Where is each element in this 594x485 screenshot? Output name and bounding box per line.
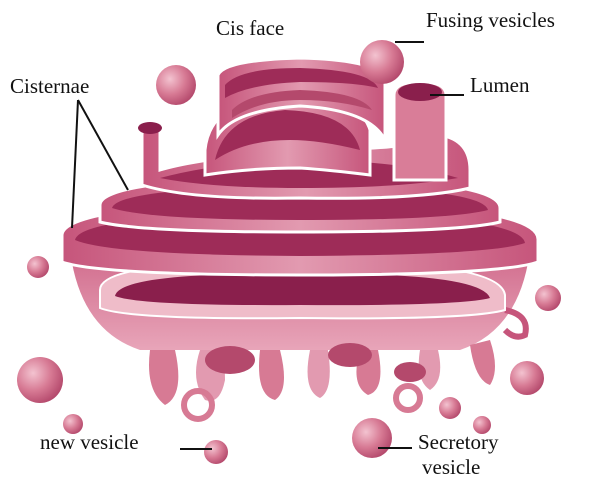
vesicle: [439, 397, 461, 419]
vesicle: [510, 361, 544, 395]
secretory-line-2: vesicle: [418, 455, 498, 480]
vesicle: [27, 256, 49, 278]
secretory-vesicle-label: Secretory vesicle: [418, 430, 498, 480]
leader-cisternae-1: [78, 100, 128, 190]
cisternae-label: Cisternae: [10, 76, 89, 97]
vesicle: [535, 285, 561, 311]
secretory-line-1: Secretory: [418, 430, 498, 455]
vesicle: [156, 65, 196, 105]
new-vesicle: [204, 440, 228, 464]
fusing-vesicle: [360, 40, 404, 84]
cisterna-lumen-tube: [394, 82, 446, 180]
secretory-vesicle: [352, 418, 392, 458]
fusing-vesicles-label: Fusing vesicles: [426, 10, 555, 31]
lumen-label: Lumen: [470, 75, 529, 96]
cis-face-label: Cis face: [216, 18, 284, 39]
leader-cisternae-2: [72, 100, 78, 228]
new-vesicle-label: new vesicle: [40, 432, 139, 453]
vesicle: [17, 357, 63, 403]
